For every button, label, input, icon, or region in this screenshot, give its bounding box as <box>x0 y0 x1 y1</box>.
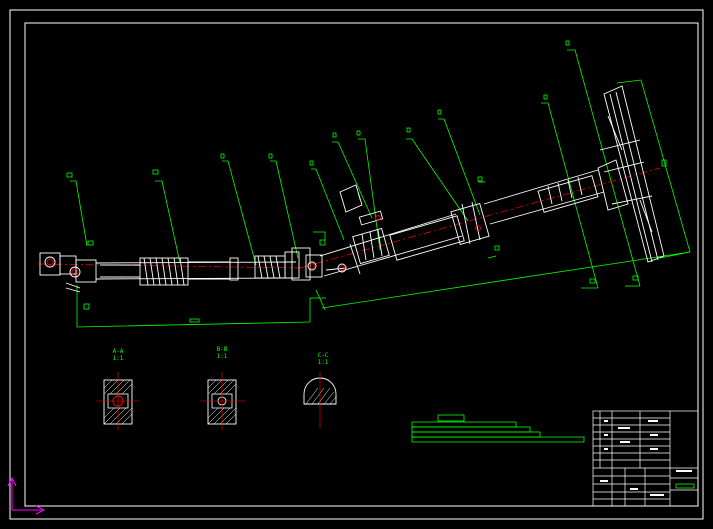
section-name: A-A <box>112 348 124 355</box>
section-scale: 1:1 <box>216 353 228 360</box>
section-scale: 1:1 <box>317 359 329 366</box>
joint-pins <box>46 215 481 276</box>
section-label-a-a: A-A 1:1 <box>103 348 133 362</box>
parts-list-bars <box>411 414 585 443</box>
inner-drawing-frame <box>24 22 699 507</box>
title-block-fill-marks <box>600 420 692 496</box>
section-scale: 1:1 <box>112 355 124 362</box>
outer-drawing-border <box>9 9 704 520</box>
section-name: C-C <box>317 352 329 359</box>
section-label-c-c: C-C 1:1 <box>308 352 338 366</box>
section-label-b-b: B-B 1:1 <box>207 346 237 360</box>
section-view-a-a <box>96 372 140 430</box>
leader-lines <box>66 40 691 328</box>
section-view-c-c <box>303 372 337 428</box>
steering-column-assembly <box>39 85 665 293</box>
ucs-axis-icon <box>7 476 46 515</box>
section-view-b-b <box>200 372 246 430</box>
title-block-label-box <box>675 483 695 489</box>
title-block <box>592 410 699 507</box>
section-name: B-B <box>216 346 228 353</box>
